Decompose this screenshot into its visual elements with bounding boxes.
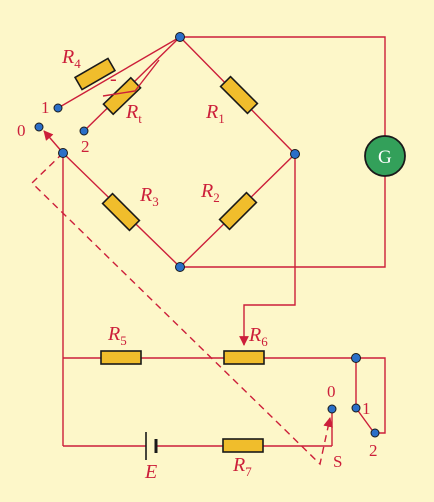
thermistor-marker	[102, 59, 160, 97]
left-terminal-0	[34, 122, 44, 132]
resistor-r1	[219, 75, 259, 115]
resistor-r2	[218, 191, 258, 231]
node-right-branch	[351, 353, 361, 363]
ganged-switch-link	[30, 152, 333, 466]
resistor-r7	[222, 438, 264, 453]
node-right	[290, 149, 300, 159]
battery-e	[145, 432, 158, 460]
left-terminal-2	[79, 126, 89, 136]
label-r3: R3	[139, 184, 159, 209]
label-minus: -	[110, 68, 117, 90]
node-left	[58, 148, 68, 158]
label-r2: R2	[200, 180, 220, 205]
label-r5: R5	[107, 323, 127, 348]
label-r4: R4	[61, 46, 81, 71]
resistor-r5	[100, 350, 142, 365]
label-r1: R1	[205, 101, 225, 126]
resistor-r6	[223, 350, 265, 365]
right-switch-pos-0: 0	[327, 382, 336, 401]
right-switch-pos-2: 2	[369, 441, 378, 460]
resistor-r3	[101, 192, 141, 232]
label-rt: Rt	[125, 101, 142, 126]
left-switch-pos-2: 2	[81, 137, 90, 156]
right-terminal-0	[327, 404, 337, 414]
left-switch-pos-0: 0	[17, 121, 26, 140]
right-terminal-1	[351, 403, 361, 413]
label-r7: R7	[232, 454, 252, 479]
label-r6: R6	[248, 324, 268, 349]
right-terminal-2	[370, 428, 380, 438]
galvanometer	[364, 135, 406, 177]
label-g: G	[378, 147, 392, 168]
node-top	[175, 32, 185, 42]
resistor-r4	[73, 57, 117, 91]
bridge-wires	[57, 36, 386, 346]
left-terminal-1	[53, 103, 63, 113]
resistor-rt	[102, 76, 142, 116]
label-s: S	[333, 452, 342, 471]
right-switch-pos-1: 1	[362, 399, 371, 418]
node-bottom	[175, 262, 185, 272]
label-e: E	[144, 461, 157, 483]
left-switch-pos-1: 1	[41, 98, 50, 117]
